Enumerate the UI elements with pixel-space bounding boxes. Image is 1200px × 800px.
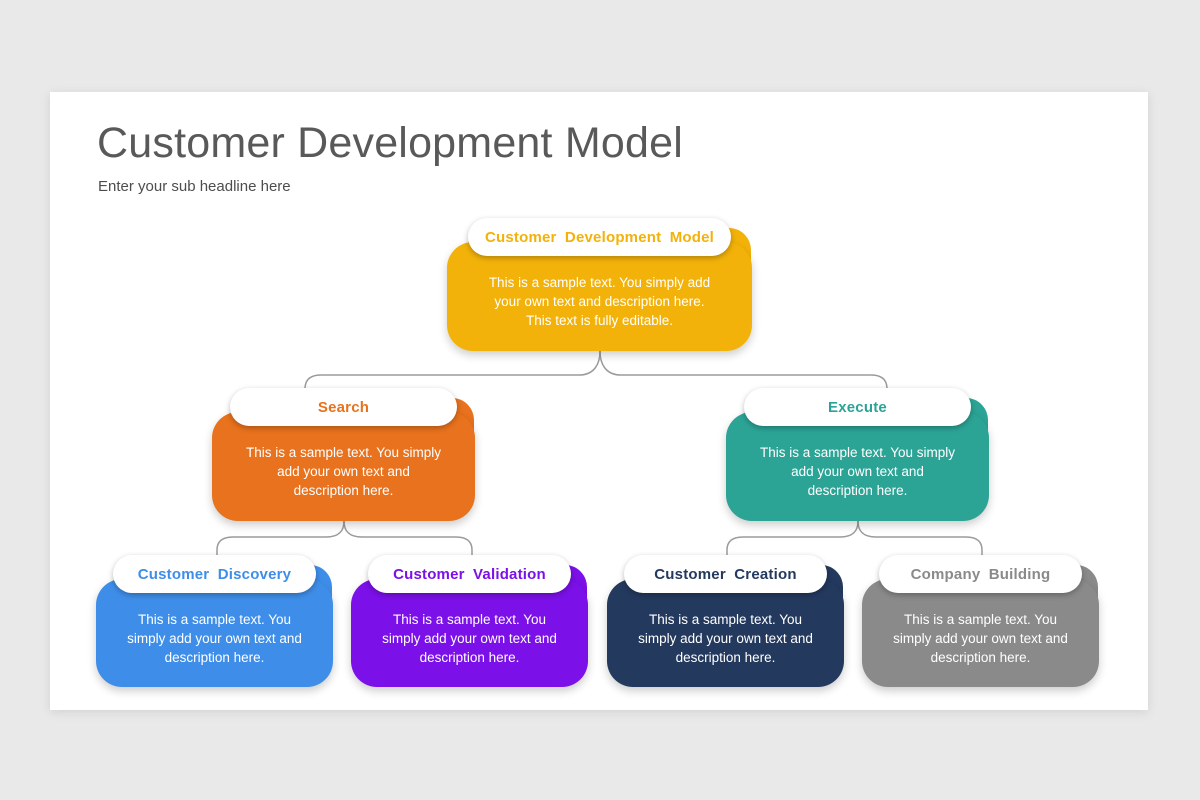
connector-execute-to-creation [726,520,859,557]
slide-canvas: Customer Development Model Enter your su… [50,92,1148,710]
node-tab-label: Customer Development Model [484,228,715,246]
node-body-text: This is a sample text. You simply add yo… [862,579,1099,687]
node-tab: Search [230,388,457,426]
node-customer-discovery: This is a sample text. You simply add yo… [96,555,333,687]
node-execute: This is a sample text. You simply add yo… [726,388,989,521]
node-tab-label: Customer Creation [654,565,797,583]
connector-search-to-validation [343,520,473,557]
node-tab-label: Company Building [910,565,1051,583]
connector-lines [216,350,983,557]
page-subtitle: Enter your sub headline here [98,178,291,195]
node-tab: Company Building [878,555,1083,593]
connector-execute-to-building [857,520,983,557]
page-title: Customer Development Model [97,119,683,167]
connector-root-to-execute [599,350,888,391]
node-company-building: This is a sample text. You simply add yo… [862,555,1099,687]
node-tab-label: Customer Validation [393,565,546,583]
node-tab-label: Search [317,398,370,416]
node-customer-creation: This is a sample text. You simply add yo… [607,555,844,687]
node-tab-label: Execute [828,398,887,416]
node-customer-development-model: This is a sample text. You simply add yo… [447,218,752,351]
node-tab: Customer Validation [367,555,572,593]
node-body-text: This is a sample text. You simply add yo… [607,579,844,687]
node-tab: Customer Development Model [468,218,731,256]
node-body-text: This is a sample text. You simply add yo… [726,412,989,521]
node-tab: Customer Creation [623,555,828,593]
node-search: This is a sample text. You simply add yo… [212,388,475,521]
node-body-text: This is a sample text. You simply add yo… [351,579,588,687]
node-tab: Execute [744,388,971,426]
connector-root-to-search [304,350,601,391]
node-tab: Customer Discovery [112,555,317,593]
node-body-text: This is a sample text. You simply add yo… [447,242,752,351]
node-customer-validation: This is a sample text. You simply add yo… [351,555,588,687]
node-body-text: This is a sample text. You simply add yo… [96,579,333,687]
connector-search-to-discovery [216,520,345,557]
node-tab-label: Customer Discovery [137,565,292,583]
node-body-text: This is a sample text. You simply add yo… [212,412,475,521]
